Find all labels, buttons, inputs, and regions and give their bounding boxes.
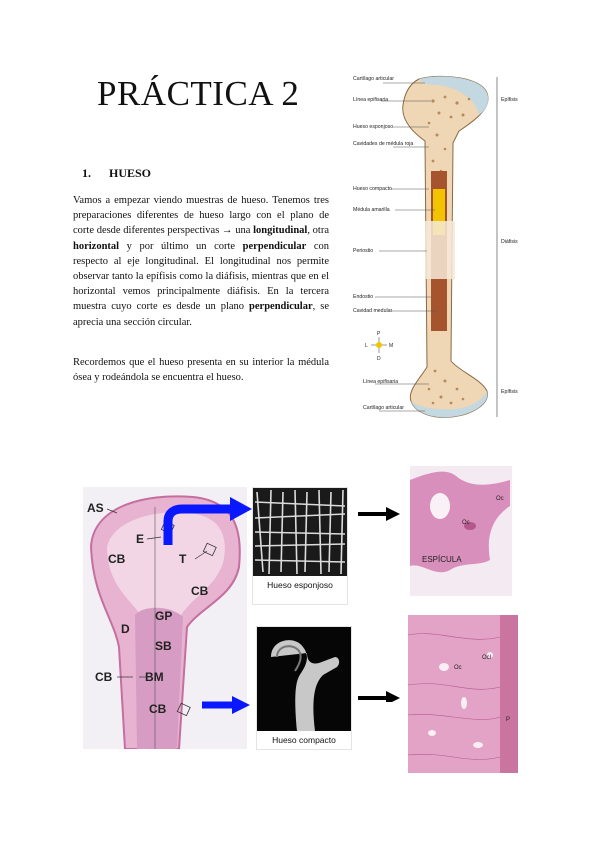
compact-bone-image xyxy=(257,627,351,731)
label-medullary-cavity: Cavidad medular xyxy=(353,308,392,314)
longitudinal-section-image: AS E CB T CB GP D SB CB BM CB xyxy=(83,487,247,749)
spongy-bone-image xyxy=(253,488,347,576)
label-CB-3: CB xyxy=(95,670,113,684)
black-arrows xyxy=(358,507,400,702)
compact-label-p: P xyxy=(506,717,510,723)
label-diaphysis: Diáfisis xyxy=(501,239,518,245)
spongy-bone-caption: Hueso esponjoso xyxy=(267,580,333,590)
paragraph-intro: Vamos a empezar viendo muestras de hueso… xyxy=(73,195,330,328)
compact-bone-figure: Hueso compacto xyxy=(256,626,352,750)
label-epiphysis-bottom: Epífisis xyxy=(501,389,518,395)
spongy-bone-figure: Hueso esponjoso xyxy=(252,487,348,605)
section-number: 1. xyxy=(82,166,91,180)
spicule-label: ESPÍCULA xyxy=(422,555,462,564)
compact-label-ocl: Ocl xyxy=(482,655,491,661)
svg-text:P: P xyxy=(377,331,381,337)
spicule-micrograph: Oc Oc ESPÍCULA xyxy=(410,466,512,596)
label-spongy-bone: Hueso esponjoso xyxy=(353,124,393,130)
label-AS: AS xyxy=(87,501,104,515)
section-heading: 1. HUESO xyxy=(82,166,151,181)
label-compact-bone: Hueso compacto xyxy=(353,186,392,192)
label-periosteum: Periostio xyxy=(353,248,373,254)
label-E: E xyxy=(136,532,144,546)
label-CB-2: CB xyxy=(191,584,209,598)
label-articular-cartilage-top: Cartílago articular xyxy=(353,76,394,82)
svg-text:L: L xyxy=(365,343,368,349)
compact-bone-caption: Hueso compacto xyxy=(272,735,336,745)
svg-text:D: D xyxy=(377,356,381,362)
long-bone-diagram: Cartílago articular Línea epifisaria Hue… xyxy=(341,71,541,428)
label-articular-cartilage-bottom: Cartílago articular xyxy=(363,405,404,411)
arrow-spongy-icon xyxy=(163,504,232,545)
label-D: D xyxy=(121,622,130,636)
label-BM: BM xyxy=(145,670,164,684)
paragraph-reminder: Recordemos que el hueso presenta en su i… xyxy=(73,357,329,384)
spicule-label-oc-1: Oc xyxy=(462,520,470,526)
label-GP: GP xyxy=(155,609,172,623)
compact-bone-micrograph: Oc Ocl P xyxy=(408,615,518,773)
label-SB: SB xyxy=(155,639,172,653)
label-CB-1: CB xyxy=(108,552,126,566)
section-label: HUESO xyxy=(109,166,152,180)
spicule-label-oc-2: Oc xyxy=(496,496,504,502)
label-endosteum: Endostio xyxy=(353,294,373,300)
label-CB-4: CB xyxy=(149,702,167,716)
label-yellow-marrow: Médula amarilla xyxy=(353,207,390,213)
label-epiphysis-top: Epífisis xyxy=(501,97,518,103)
label-red-marrow-cavities: Cavidades de médula roja xyxy=(353,141,413,147)
compact-label-oc: Oc xyxy=(454,665,462,671)
label-epiphyseal-line-top: Línea epifisaria xyxy=(353,97,388,103)
label-T: T xyxy=(179,552,187,566)
orientation-compass-icon: P L M D xyxy=(365,331,393,362)
page-title: PRÁCTICA 2 xyxy=(97,74,300,113)
blue-arrows xyxy=(163,497,252,714)
svg-text:M: M xyxy=(389,343,393,349)
label-epiphyseal-line-bottom: Línea epifisaria xyxy=(363,379,398,385)
